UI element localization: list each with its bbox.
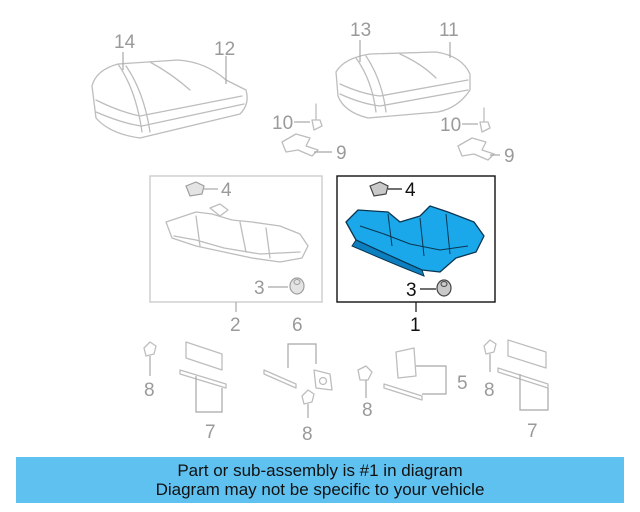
info-banner: Part or sub-assembly is #1 in diagram Di…: [16, 457, 624, 503]
hook-left: [281, 103, 323, 157]
callout-9-left: 9: [336, 143, 347, 164]
callout-3-left: 3: [254, 278, 265, 299]
callout-8-c: 8: [362, 400, 373, 421]
clip-4-left: [185, 181, 205, 197]
callout-5: 5: [457, 373, 468, 394]
leader-5: [416, 365, 447, 395]
leader-7-b: [519, 374, 549, 411]
parts-diagram: 14 12 13 11 10 9 10 9: [91, 20, 549, 445]
callout-3-right: 3: [406, 280, 417, 301]
banner-line-1: Part or sub-assembly is #1 in diagram: [177, 461, 463, 480]
callout-13: 13: [350, 20, 371, 41]
callout-9-right: 9: [504, 146, 515, 167]
seat-cushion-right: [335, 51, 471, 119]
callout-6: 6: [292, 315, 303, 336]
bracket-group-5: [357, 347, 423, 401]
callout-11: 11: [439, 20, 459, 41]
callout-10-left: 10: [272, 113, 293, 134]
callout-12: 12: [214, 39, 235, 60]
callout-10-right: 10: [440, 115, 461, 136]
grommet-3-right: [436, 279, 452, 297]
seat-cushion-left: [91, 59, 248, 139]
callout-7-a: 7: [205, 422, 216, 443]
callout-4-right: 4: [405, 180, 416, 201]
grommet-3-left: [289, 277, 305, 295]
callout-8-d: 8: [484, 380, 495, 401]
clip-4-right: [369, 181, 389, 197]
bracket-group-left: [143, 341, 227, 389]
callout-2: 2: [230, 315, 241, 336]
pad-part-2: [165, 203, 309, 263]
callout-7-b: 7: [527, 421, 538, 442]
leader-7-a: [195, 376, 223, 413]
callout-14: 14: [114, 32, 136, 53]
callout-4-left: 4: [221, 180, 232, 201]
callout-1: 1: [410, 315, 421, 336]
hook-right: [457, 107, 495, 161]
leader-6: [287, 343, 317, 368]
pad-part-1-highlighted: [345, 205, 485, 277]
bracket-group-6: [263, 369, 333, 405]
banner-line-2: Diagram may not be specific to your vehi…: [155, 480, 485, 499]
callout-8-a: 8: [144, 380, 155, 401]
callout-8-b: 8: [302, 424, 313, 445]
